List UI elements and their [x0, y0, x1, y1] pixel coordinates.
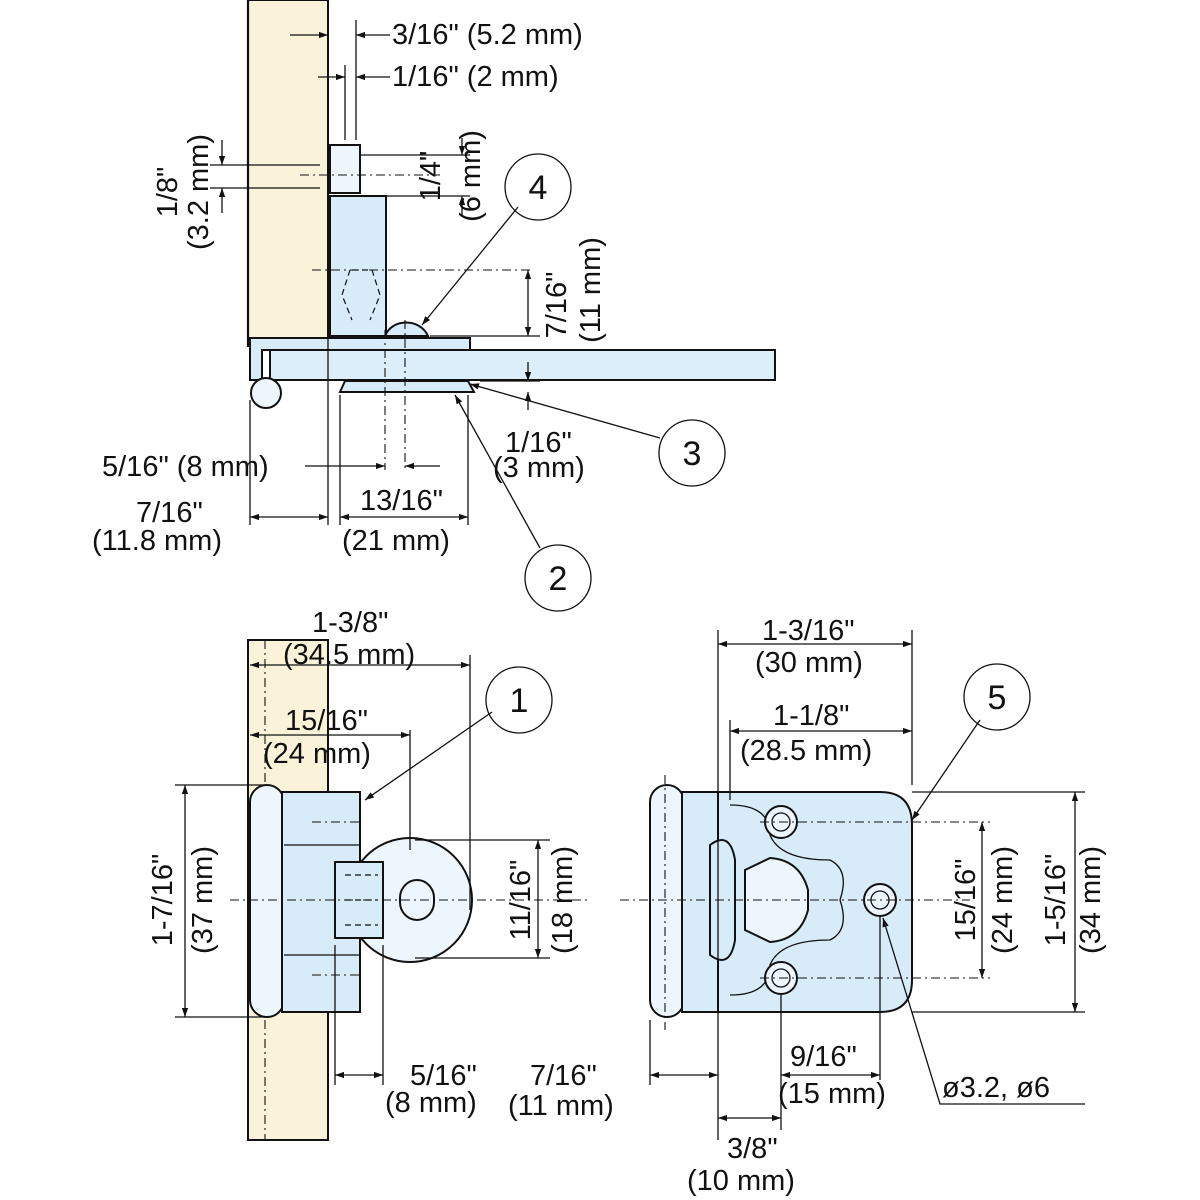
dim-side-5-mm: (8 mm)	[385, 1087, 477, 1119]
dim-top-4-in: 1/4"	[415, 151, 447, 202]
dim-side-4-mm: (18 mm)	[547, 846, 579, 954]
side-view: 1-3/8" (34.5 mm) 15/16" (24 mm) 1-7/16" …	[147, 607, 590, 1141]
dim-side-2-mm: (24 mm)	[263, 738, 371, 770]
callout-1-label: 1	[510, 682, 529, 720]
dim-top-2: 1/16" (2 mm)	[392, 61, 559, 93]
dim-side-4-in: 11/16"	[505, 860, 537, 941]
mounting-plate	[717, 791, 913, 1013]
dim-front-2-mm: (28.5 mm)	[740, 735, 872, 767]
dim-top-3-in: 1/8"	[152, 167, 184, 218]
dim-top-6-mm: (3 mm)	[493, 452, 585, 484]
dim-front-4-mm: (34 mm)	[1075, 846, 1107, 954]
top-view: 3/16" (5.2 mm) 1/16" (2 mm) 1/8" (3.2 mm…	[92, 0, 776, 557]
dim-front-5-in: 7/16"	[530, 1060, 597, 1092]
callout-2	[524, 544, 592, 612]
dim-front-6-in: 9/16"	[790, 1041, 857, 1073]
callout-1	[485, 666, 553, 734]
set-screw-head	[383, 321, 430, 337]
dim-front-1-mm: (30 mm)	[755, 647, 863, 679]
dim-top-1: 3/16" (5.2 mm)	[392, 19, 583, 51]
dim-front-2-in: 1-1/8"	[773, 700, 849, 732]
callout-4	[504, 153, 572, 221]
dim-front-5-mm: (11 mm)	[508, 1090, 614, 1122]
hinge-cap	[329, 144, 361, 194]
callouts: 4 3 2 1 5	[364, 153, 1031, 821]
dim-top-8-in: 7/16"	[136, 497, 203, 529]
hole-spec: ø3.2, ø6	[942, 1072, 1050, 1104]
dim-front-7-mm: (10 mm)	[687, 1165, 795, 1197]
callout-3-label: 3	[683, 435, 702, 473]
hinge-body	[329, 195, 387, 337]
hinge-knuckle-front	[649, 784, 685, 1018]
dim-front-7-in: 3/8"	[727, 1133, 778, 1165]
cabinet-panel-top	[247, 0, 329, 347]
callout-5	[963, 663, 1031, 731]
callout-5-label: 5	[988, 679, 1007, 717]
front-view: 1-3/16" (30 mm) 1-1/8" (28.5 mm) 15/16" …	[508, 615, 1107, 1197]
callout-4-label: 4	[529, 169, 548, 207]
callout-3	[658, 419, 726, 487]
dim-top-7: 5/16" (8 mm)	[102, 451, 269, 483]
dim-front-3-mm: (24 mm)	[987, 846, 1019, 954]
dim-top-8-mm: (11.8 mm)	[92, 525, 222, 557]
dim-side-1-mm: (34.5 mm)	[283, 639, 415, 671]
dim-top-5-mm: (11 mm)	[575, 237, 607, 343]
dim-front-1-in: 1-3/16"	[762, 615, 855, 647]
dim-side-3-mm: (37 mm)	[187, 846, 219, 954]
dim-top-9-in: 13/16"	[360, 485, 443, 517]
dim-side-5-in: 5/16"	[410, 1060, 477, 1092]
dim-side-1-in: 1-3/8"	[312, 607, 388, 639]
glass-door	[269, 349, 776, 381]
clamp-plate	[338, 380, 476, 393]
dim-top-6-in: 1/16"	[505, 427, 572, 459]
dim-side-3-in: 1-7/16"	[147, 854, 179, 947]
dim-top-4-mm: (6 mm)	[455, 130, 487, 222]
callout-2-label: 2	[549, 560, 568, 598]
dim-top-9-mm: (21 mm)	[342, 525, 450, 557]
door-plate	[249, 337, 471, 381]
dim-front-3-in: 15/16"	[950, 859, 982, 942]
pivot-pin	[250, 377, 282, 409]
dim-front-6-mm: (15 mm)	[778, 1078, 886, 1110]
dim-side-2-in: 15/16"	[285, 705, 368, 737]
dim-front-4-in: 1-5/16"	[1040, 854, 1072, 947]
dim-top-3-mm: (3.2 mm)	[183, 134, 215, 250]
dim-top-5-in: 7/16"	[541, 272, 573, 339]
hinge-knuckle-side	[249, 784, 285, 1018]
